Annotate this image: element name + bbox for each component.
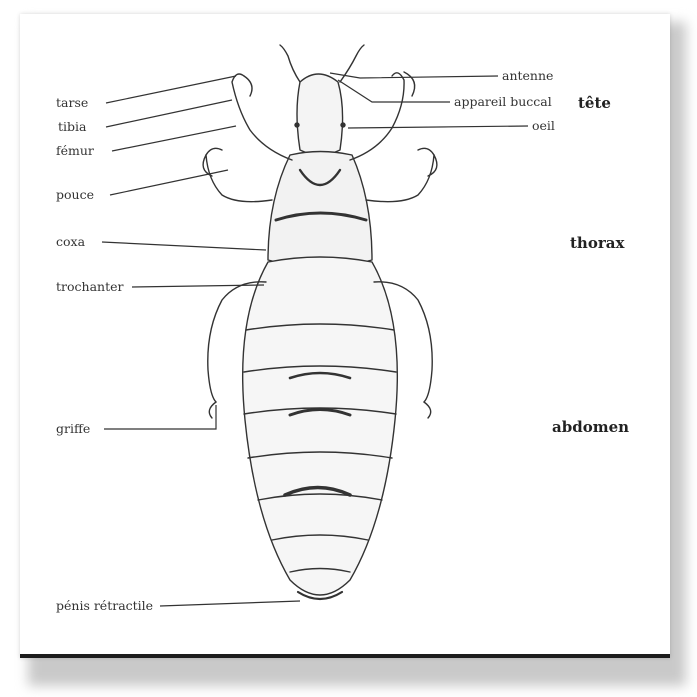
region-thorax: thorax: [570, 234, 624, 252]
label-antenne: antenne: [502, 69, 553, 83]
label-griffe: griffe: [56, 422, 90, 436]
label-pouce: pouce: [56, 188, 94, 202]
label-femur: fémur: [56, 144, 94, 158]
region-abdomen: abdomen: [552, 418, 629, 436]
eye-left: [295, 123, 299, 127]
front-leg-left: [232, 74, 292, 160]
label-penis-retractile: pénis rétractile: [56, 599, 153, 613]
label-tibia: tibia: [58, 120, 86, 134]
label-appareil-buccal: appareil buccal: [454, 95, 552, 109]
middle-leg-left: [206, 148, 272, 201]
thorax: [268, 152, 372, 268]
abdomen: [243, 257, 398, 595]
label-trochanter: trochanter: [56, 280, 123, 294]
middle-leg-right: [366, 148, 434, 201]
region-tete: tête: [578, 94, 611, 112]
antenna-left: [280, 45, 300, 82]
label-oeil: oeil: [532, 119, 555, 133]
head: [297, 74, 343, 155]
front-leg-right: [350, 73, 404, 160]
label-tarse: tarse: [56, 96, 88, 110]
eye-right: [341, 123, 345, 127]
label-coxa: coxa: [56, 235, 85, 249]
